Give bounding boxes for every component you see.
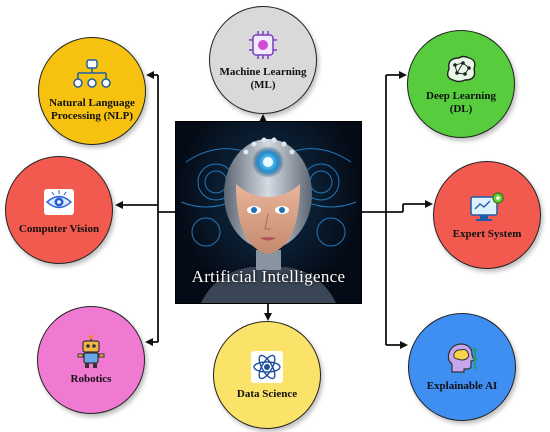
atom-icon [248, 350, 286, 384]
robot-face-illustration [180, 137, 357, 303]
node-robotics: Robotics [37, 306, 145, 414]
node-es-label: Expert System [452, 227, 522, 240]
ai-center-image: Artificial Intelligence [175, 121, 362, 304]
brain-network-icon [442, 52, 480, 86]
chip-brain-icon [244, 28, 282, 62]
node-ml: Machine Learning (ML) [209, 6, 317, 114]
node-cv: Computer Vision [5, 156, 113, 264]
node-es: Expert System [433, 161, 541, 269]
node-cv-label: Computer Vision [18, 222, 100, 235]
robot-icon [72, 334, 110, 369]
center-title: Artificial Intelligence [191, 267, 346, 286]
node-ds: Data Science [213, 321, 321, 429]
node-dl: Deep Learning (DL) [407, 30, 515, 138]
node-robotics-label: Robotics [70, 372, 112, 385]
node-dl-label: Deep Learning (DL) [426, 90, 496, 115]
node-nlp-label: Natural Language Processing (NLP) [49, 97, 135, 122]
node-nlp: Natural Language Processing (NLP) [38, 37, 146, 145]
head-brain-icon [443, 342, 481, 376]
nlp-network-icon [73, 59, 111, 93]
eye-circuit-icon [40, 185, 78, 219]
node-ml-label: Machine Learning (ML) [219, 66, 307, 91]
monitor-gear-icon [468, 190, 506, 224]
node-xai-label: Explainable AI [426, 379, 498, 392]
node-ds-label: Data Science [236, 387, 298, 400]
node-xai: Explainable AI [408, 313, 516, 421]
